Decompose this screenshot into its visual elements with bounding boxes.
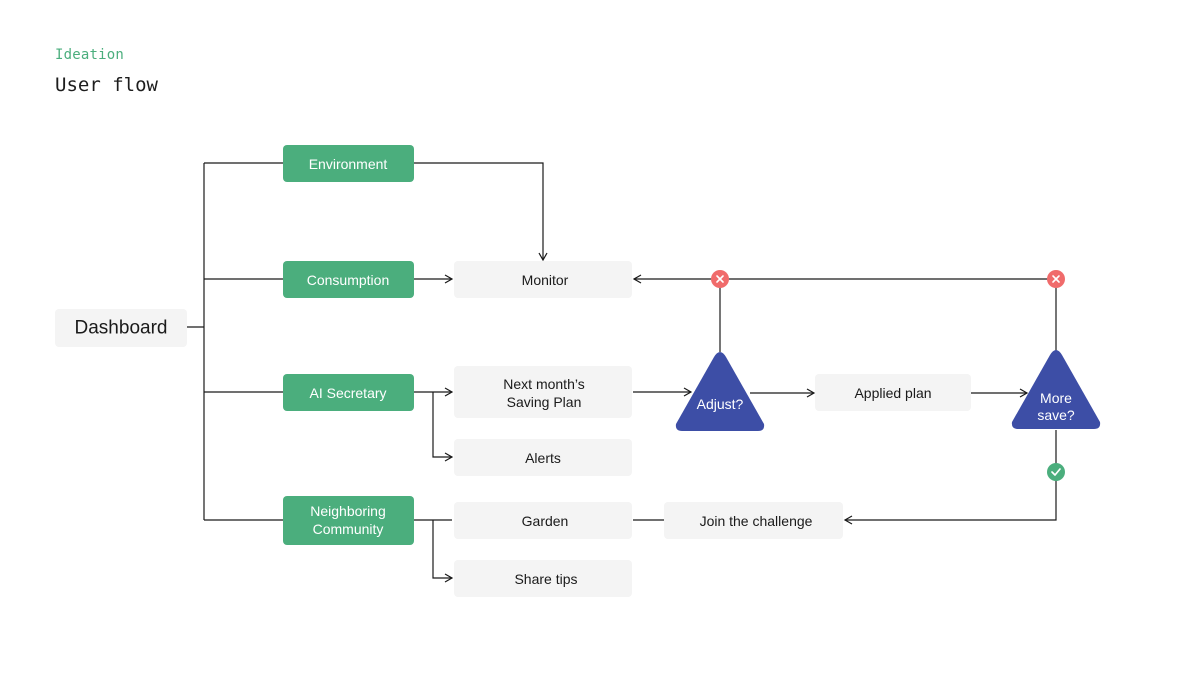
x-circle-icon [711,270,729,288]
node-neighboring-community[interactable]: Neighboring Community [283,496,414,545]
connector-moresave-yes [843,430,1057,525]
node-saving-plan-line1: Next month’s [503,376,584,392]
node-applied-plan[interactable]: Applied plan [815,374,971,411]
check-circle-icon [1047,463,1065,481]
node-environment[interactable]: Environment [283,145,414,182]
node-alerts[interactable]: Alerts [454,439,632,476]
node-share-tips[interactable]: Share tips [454,560,632,597]
node-community-label-line2: Community [313,521,384,537]
connector-ai-alerts [432,392,454,462]
node-ai-secretary[interactable]: AI Secretary [283,374,414,411]
node-saving-plan-line2: Saving Plan [507,394,582,410]
node-applied-plan-label: Applied plan [854,385,931,401]
node-community-label-line1: Neighboring [310,503,386,519]
node-monitor-label: Monitor [522,272,569,288]
section-eyebrow: Ideation [55,47,125,63]
node-join-challenge-label: Join the challenge [700,513,813,529]
node-dashboard-label: Dashboard [75,318,168,339]
node-share-tips-label: Share tips [514,571,577,587]
decision-more-save[interactable]: More save? [1011,350,1101,429]
decision-adjust[interactable]: Adjust? [675,352,765,431]
connector-community-share [432,520,454,583]
node-environment-label: Environment [309,156,388,172]
x-circle-icon [1047,270,1065,288]
node-ai-secretary-label: AI Secretary [309,385,386,401]
node-monitor[interactable]: Monitor [454,261,632,298]
node-consumption-label: Consumption [307,272,390,288]
node-join-challenge[interactable]: Join the challenge [664,502,843,539]
decision-adjust-label: Adjust? [697,396,744,412]
decision-more-save-line2: save? [1037,407,1075,423]
page-title: User flow [55,74,158,96]
node-alerts-label: Alerts [525,450,561,466]
node-saving-plan[interactable]: Next month’s Saving Plan [454,366,632,418]
node-garden-label: Garden [522,513,569,529]
node-dashboard[interactable]: Dashboard [55,309,187,347]
decision-more-save-line1: More [1040,390,1072,406]
node-garden[interactable]: Garden [454,502,632,539]
connectors [187,162,1057,583]
node-consumption[interactable]: Consumption [283,261,414,298]
connector-environment-monitor [414,162,548,262]
